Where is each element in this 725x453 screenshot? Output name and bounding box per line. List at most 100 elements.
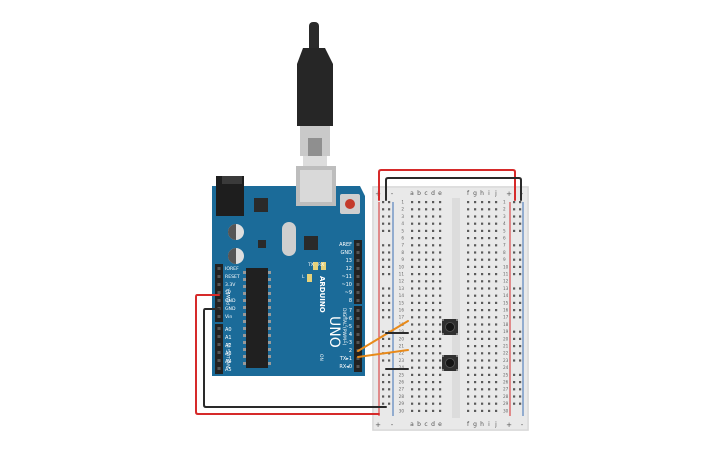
rail-hole <box>382 301 385 304</box>
breadboard-hole <box>411 330 414 333</box>
breadboard-hole <box>418 316 421 319</box>
breadboard-hole <box>481 229 484 232</box>
row-number: 20 <box>399 336 405 341</box>
breadboard-hole <box>488 265 491 268</box>
pin-label: A4 <box>225 359 232 365</box>
breadboard-hole <box>481 388 484 391</box>
breadboard-hole <box>488 237 491 240</box>
breadboard-hole <box>467 359 470 362</box>
breadboard-hole <box>495 402 498 405</box>
breadboard-hole <box>432 402 435 405</box>
column-label: g <box>473 190 477 197</box>
row-number: 21 <box>503 344 509 349</box>
breadboard-hole <box>467 280 470 283</box>
breadboard-hole <box>481 215 484 218</box>
rail-hole <box>519 395 522 398</box>
breadboard-hole <box>495 215 498 218</box>
rail-hole <box>382 222 385 225</box>
column-label: c <box>424 421 427 428</box>
breadboard-hole <box>474 287 477 290</box>
breadboard-hole <box>495 345 498 348</box>
breadboard-hole <box>418 409 421 412</box>
breadboard-hole <box>425 345 428 348</box>
row-number: 4 <box>503 221 506 226</box>
breadboard-hole <box>432 237 435 240</box>
breadboard-hole <box>439 287 442 290</box>
breadboard-hole <box>488 330 491 333</box>
breadboard-hole <box>418 345 421 348</box>
breadboard-hole <box>432 222 435 225</box>
breadboard-hole <box>467 294 470 297</box>
breadboard-hole <box>481 222 484 225</box>
breadboard-hole <box>425 287 428 290</box>
breadboard-hole <box>495 222 498 225</box>
breadboard-hole <box>411 309 414 312</box>
rail-hole <box>513 337 516 340</box>
rail-hole <box>388 287 391 290</box>
breadboard-hole <box>474 201 477 204</box>
breadboard-hole <box>495 229 498 232</box>
column-label: g <box>473 421 477 428</box>
breadboard-hole <box>481 280 484 283</box>
breadboard-hole <box>467 366 470 369</box>
row-number: 29 <box>399 401 405 406</box>
rail-hole <box>382 316 385 319</box>
row-number: 19 <box>399 329 405 334</box>
breadboard-hole <box>488 402 491 405</box>
breadboard-hole <box>481 208 484 211</box>
rail-hole <box>513 222 516 225</box>
breadboard-hole <box>488 280 491 283</box>
breadboard-hole <box>411 409 414 412</box>
rail-hole <box>519 388 522 391</box>
breadboard-hole <box>488 409 491 412</box>
breadboard-hole <box>467 330 470 333</box>
rail-hole <box>513 388 516 391</box>
breadboard-hole <box>474 244 477 247</box>
breadboard-hole <box>425 229 428 232</box>
pin-label: A5 <box>225 367 232 373</box>
row-number: 8 <box>401 250 404 255</box>
rail-hole <box>519 330 522 333</box>
row-number: 3 <box>401 214 404 219</box>
digital-header-upper <box>354 240 362 304</box>
wire-black-gnd <box>203 308 387 408</box>
rail-hole <box>513 273 516 276</box>
breadboard-hole <box>467 352 470 355</box>
row-number: 22 <box>399 351 405 356</box>
breadboard-hole <box>418 251 421 254</box>
breadboard-hole <box>495 280 498 283</box>
breadboard-hole <box>418 381 421 384</box>
breadboard-hole <box>474 359 477 362</box>
row-number: 30 <box>503 408 509 413</box>
breadboard-hole <box>495 373 498 376</box>
breadboard-hole <box>495 201 498 204</box>
row-number: 24 <box>399 365 405 370</box>
wire-orange-pin3 <box>357 320 409 352</box>
rail-hole <box>382 395 385 398</box>
breadboard-hole <box>418 215 421 218</box>
breadboard-hole <box>432 345 435 348</box>
breadboard-hole <box>439 222 442 225</box>
breadboard-hole <box>474 215 477 218</box>
breadboard-hole <box>425 359 428 362</box>
breadboard-hole <box>474 395 477 398</box>
rail-hole <box>382 258 385 261</box>
breadboard-hole <box>467 273 470 276</box>
rail-hole <box>513 359 516 362</box>
breadboard-hole <box>488 309 491 312</box>
breadboard-hole <box>467 251 470 254</box>
breadboard-hole <box>467 229 470 232</box>
row-number: 3 <box>503 214 506 219</box>
breadboard-hole <box>481 309 484 312</box>
breadboard-hole <box>425 366 428 369</box>
rail-hole <box>519 273 522 276</box>
rail-hole <box>382 201 385 204</box>
breadboard-hole <box>474 280 477 283</box>
column-label: i <box>488 190 490 197</box>
breadboard-hole <box>439 301 442 304</box>
breadboard-hole <box>495 258 498 261</box>
rail-hole <box>519 359 522 362</box>
rail-hole <box>519 402 522 405</box>
column-label: b <box>417 421 421 428</box>
